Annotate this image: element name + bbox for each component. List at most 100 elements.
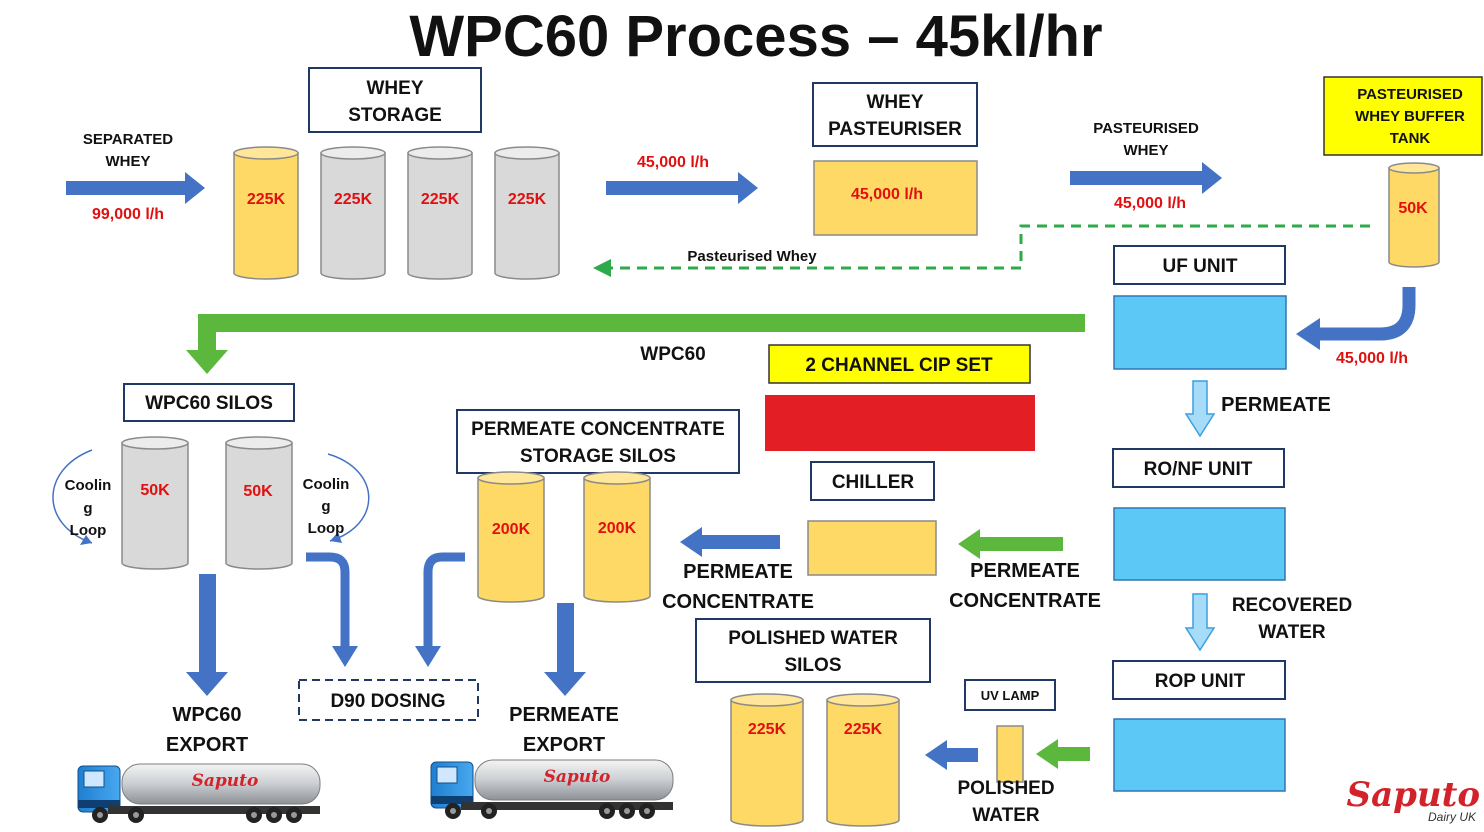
buffer-tank	[1388, 162, 1440, 268]
cooling-loop-right-arrowhead	[330, 532, 342, 543]
cip-set-box	[768, 344, 1031, 384]
wpc60-export-arrow	[186, 574, 228, 696]
whey-tank-2-capacity: 225K	[334, 191, 373, 208]
wpc60-silos-label: WPC60 SILOS	[145, 393, 273, 414]
wpc60-tanker-truck	[77, 763, 321, 823]
perm-conc-to-d90-arrowhead	[415, 646, 441, 667]
permeate-tanker-truck	[430, 759, 674, 819]
wpc60-silo-1-capacity: 50K	[140, 482, 170, 499]
flow-45000-b-label: 45,000 l/h	[1114, 195, 1186, 212]
chiller-unit	[807, 520, 937, 576]
flow-45000-c-label: 45,000 l/h	[1336, 350, 1408, 367]
polished-water-label-1: POLISHED	[957, 778, 1054, 799]
recovered-water-label-1: RECOVERED	[1232, 595, 1352, 616]
wpc60-line	[198, 314, 1085, 332]
permeate-export-label-2: EXPORT	[523, 734, 605, 756]
whey-inlet-arrow	[66, 172, 205, 204]
d90-dosing-box	[298, 679, 479, 721]
wpc60-export-label-2: EXPORT	[166, 734, 248, 756]
whey-tank-2	[320, 146, 386, 280]
storage-to-pasteuriser-arrow	[606, 172, 758, 204]
wpc60-silo-2-capacity: 50K	[243, 483, 273, 500]
rop-unit-label: ROP UNIT	[1155, 671, 1246, 692]
chiller-box	[810, 461, 935, 501]
cooling-loop-right-arrow	[327, 453, 370, 542]
permeate-tanker-brand: Saputo	[544, 767, 611, 787]
recovered-water-label-2: WATER	[1258, 622, 1325, 643]
perm-conc-silo-2-capacity: 200K	[598, 520, 637, 537]
polished-water-label-2: WATER	[972, 805, 1039, 826]
whey-tank-3	[407, 146, 473, 280]
perm-conc-silos-label-1: PERMEATE CONCENTRATE	[471, 419, 725, 440]
pasteuriser-to-buffer-arrow	[1070, 162, 1222, 194]
cooling-loop-left-arrowhead	[80, 535, 92, 545]
whey-tank-4	[494, 146, 560, 280]
polished-water-silos-label-2: SILOS	[784, 655, 841, 676]
permeate-label: PERMEATE	[1221, 394, 1331, 416]
pasteuriser-flow-label: 45,000 l/h	[851, 186, 923, 203]
perm-conc-silos-box	[456, 409, 740, 474]
perm-conc-right-label-1: PERMEATE	[970, 560, 1080, 582]
uf-unit	[1113, 295, 1287, 370]
whey-pasteuriser-unit	[813, 160, 978, 236]
logo-brand: Saputo	[1347, 775, 1480, 815]
perm-conc-silo-1	[477, 471, 545, 603]
whey-pasteuriser-label-2: PASTEURISER	[828, 119, 962, 140]
buffer-tank-label-2: WHEY BUFFER	[1355, 108, 1465, 125]
wpc60-line-drop	[198, 314, 216, 352]
buffer-to-uf-arrow	[1318, 287, 1416, 341]
ro-nf-unit-box	[1112, 448, 1285, 488]
chiller-label: CHILLER	[832, 472, 915, 493]
wpc60-to-d90-arrowhead	[332, 646, 358, 667]
ro-to-chiller-arrow	[958, 529, 1063, 559]
whey-pasteuriser-box	[812, 82, 978, 147]
buffer-to-uf-arrowhead	[1296, 318, 1320, 350]
whey-tank-4-capacity: 225K	[508, 191, 547, 208]
cooling-loop-left-label-3: Loop	[70, 522, 107, 539]
whey-storage-box	[308, 67, 482, 133]
ro-nf-unit	[1113, 507, 1286, 581]
separated-whey-label-2: WHEY	[106, 153, 151, 170]
polished-water-silo-2	[826, 693, 900, 827]
buffer-tank-box	[1323, 76, 1483, 156]
wpc60-to-d90-arrow	[306, 552, 350, 648]
uv-to-silos-arrow	[925, 740, 978, 770]
perm-conc-left-label-1: PERMEATE	[683, 561, 793, 583]
wpc60-silo-2	[225, 436, 293, 570]
polished-water-silo-1	[730, 693, 804, 827]
whey-pasteuriser-label-1: WHEY	[867, 92, 924, 113]
wpc60-export-label-1: WPC60	[173, 704, 242, 726]
logo-subtitle: Dairy UK	[1428, 810, 1477, 824]
rop-to-uv-arrow	[1036, 739, 1090, 769]
cooling-loop-right-label-2: g	[321, 498, 330, 515]
saputo-logo: Saputo Dairy UK	[1347, 775, 1480, 824]
whey-tank-3-capacity: 225K	[421, 191, 460, 208]
permeate-export-label-1: PERMEATE	[509, 704, 619, 726]
cooling-loop-left-label-2: g	[83, 500, 92, 517]
rop-unit-box	[1112, 660, 1286, 700]
wpc60-silo-1	[121, 436, 189, 570]
pasteurised-whey-label-2: WHEY	[1124, 142, 1169, 159]
uf-to-ro-permeate-arrow	[1184, 380, 1216, 438]
separated-whey-label-1: SEPARATED	[83, 131, 173, 148]
flow-45000-a-label: 45,000 l/h	[637, 154, 709, 171]
flow-99000-label: 99,000 l/h	[92, 206, 164, 223]
rop-unit	[1113, 718, 1286, 792]
cooling-loop-left-label-1: Coolin	[65, 477, 112, 494]
cooling-loop-left-arrow	[52, 449, 93, 544]
perm-conc-right-label-2: CONCENTRATE	[949, 590, 1101, 612]
polished-water-silos-label-1: POLISHED WATER	[728, 628, 898, 649]
perm-conc-silos-label-2: STORAGE SILOS	[520, 446, 676, 467]
buffer-tank-capacity: 50K	[1398, 200, 1428, 217]
uv-lamp-box	[964, 679, 1056, 711]
polished-water-silo-1-capacity: 225K	[748, 721, 787, 738]
pasteurised-whey-return-arrowhead	[593, 259, 611, 277]
whey-tank-1	[233, 146, 299, 280]
d90-dosing-label: D90 DOSING	[330, 691, 445, 712]
perm-conc-left-label-2: CONCENTRATE	[662, 591, 814, 613]
perm-conc-silo-1-capacity: 200K	[492, 521, 531, 538]
perm-conc-to-d90-arrow	[423, 552, 465, 648]
perm-conc-silo-2	[583, 471, 651, 603]
cip-set-unit	[765, 395, 1035, 451]
